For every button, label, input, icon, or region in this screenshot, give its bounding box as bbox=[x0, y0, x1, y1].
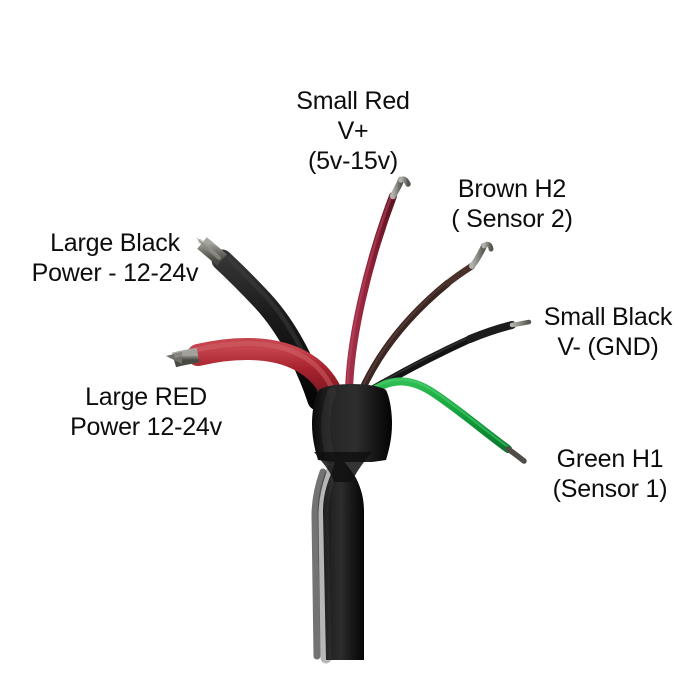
label-large-black: Large Black Power - 12-24v bbox=[10, 228, 220, 288]
small-red-wire bbox=[345, 176, 411, 396]
label-small-black-line1: Small Black bbox=[543, 303, 673, 331]
label-small-black-line2: V- (GND) bbox=[557, 333, 659, 361]
large-red-wire bbox=[166, 337, 347, 415]
label-large-black-line2: Power - 12-24v bbox=[31, 259, 199, 287]
label-green-h1-line2: (Sensor 1) bbox=[552, 475, 668, 503]
label-large-red: Large RED Power 12-24v bbox=[38, 382, 254, 442]
label-small-red: Small Red V+ (5v-15v) bbox=[258, 86, 448, 176]
brown-wire bbox=[358, 241, 494, 394]
label-brown-h2-line2: ( Sensor 2) bbox=[451, 205, 573, 233]
label-green-h1-line1: Green H1 bbox=[556, 445, 664, 473]
label-small-red-line3: (5v-15v) bbox=[307, 147, 399, 175]
main-cable bbox=[311, 384, 392, 664]
green-wire bbox=[368, 377, 527, 464]
label-small-red-line1: Small Red bbox=[296, 87, 410, 115]
label-green-h1: Green H1 (Sensor 1) bbox=[524, 444, 696, 504]
label-small-red-line2: V+ bbox=[337, 117, 369, 145]
label-small-black: Small Black V- (GND) bbox=[520, 302, 696, 362]
label-large-red-line1: Large RED bbox=[85, 383, 207, 411]
label-brown-h2-line1: Brown H2 bbox=[457, 175, 567, 203]
label-large-red-line2: Power 12-24v bbox=[70, 413, 222, 441]
label-brown-h2: Brown H2 ( Sensor 2) bbox=[428, 174, 596, 234]
label-large-black-line1: Large Black bbox=[50, 229, 180, 257]
